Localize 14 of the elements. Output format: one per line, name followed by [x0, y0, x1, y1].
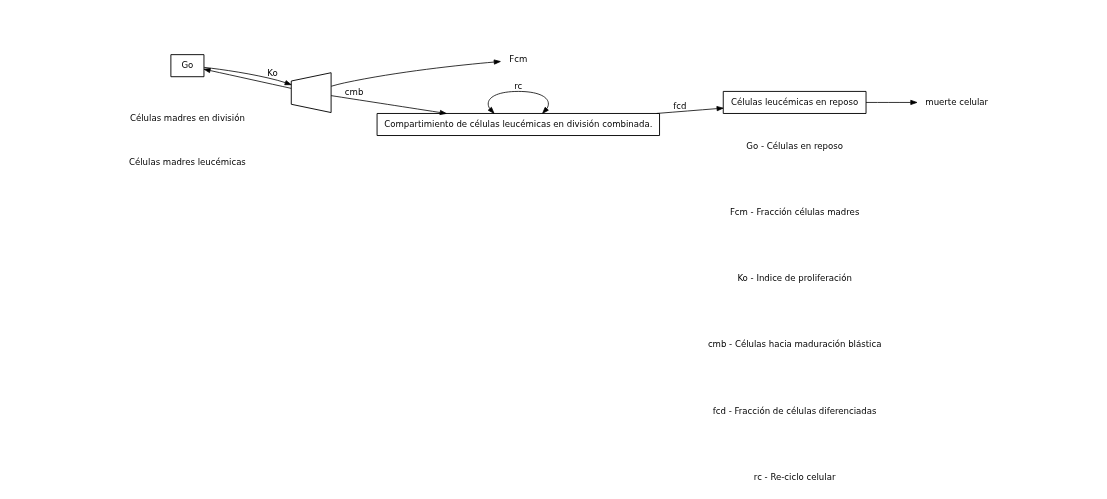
- label: Células madres en división: [129, 113, 245, 124]
- edge-label: fcd: [672, 100, 686, 111]
- label: Ko - Indice de proliferación: [736, 273, 852, 284]
- label: Fcm - Fracción células madres: [729, 207, 859, 217]
- node-text: muerte celular: [924, 96, 988, 107]
- label: cmb - Células hacia maduración blástica: [707, 339, 881, 350]
- node-text: Fcm: [508, 54, 527, 65]
- label: rc - Re-ciclo celular: [753, 471, 835, 482]
- label: fcd - Fracción de células diferenciadas: [712, 405, 876, 416]
- edge-label: cmb: [344, 87, 363, 98]
- label: Células madres leucémicas: [128, 157, 246, 168]
- label: Go - Células en reposo: [745, 140, 843, 151]
- edge-label: rc: [513, 81, 522, 92]
- edge-label: Ko: [266, 67, 278, 78]
